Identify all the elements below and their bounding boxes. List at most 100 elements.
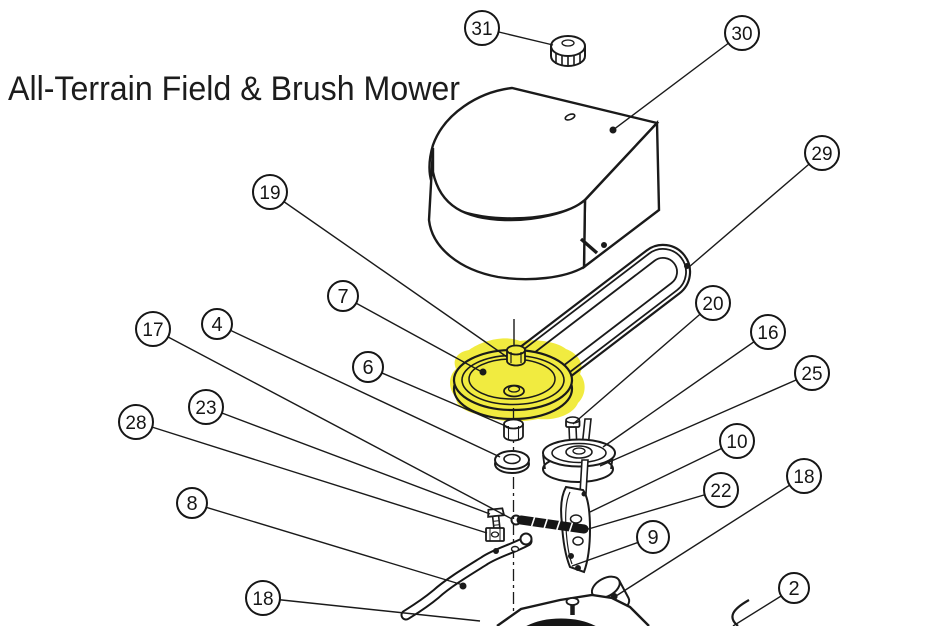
nut-flats (507, 426, 520, 439)
svg-text:29: 29 (811, 144, 832, 165)
bolt-part (487, 507, 506, 531)
leader-25 (599, 372, 813, 467)
callout-25[interactable]: 25 (794, 355, 830, 391)
cover-vent-slash (579, 237, 599, 255)
leader-29 (688, 152, 823, 268)
leader-28 (135, 421, 488, 534)
leader-8 (191, 502, 464, 586)
spring-coil (516, 515, 589, 534)
leader-4 (216, 323, 501, 458)
svg-text:25: 25 (801, 364, 822, 385)
blade-hub (526, 618, 596, 626)
deck-pin-head (565, 597, 580, 606)
deck-corner-arc (731, 599, 750, 626)
svg-text:8: 8 (186, 493, 197, 515)
nut-part (503, 418, 524, 442)
pulley-nut-top (506, 344, 526, 356)
pulley-center-bore (507, 385, 521, 393)
leader-23 (205, 406, 491, 515)
washer-part (494, 450, 530, 474)
svg-text:6: 6 (362, 357, 373, 379)
leader-16 (602, 331, 769, 448)
cover-lower-dot (601, 242, 607, 248)
idler-hub (565, 445, 593, 459)
arm-hook-end (519, 532, 533, 546)
arm-hook-hole (510, 545, 520, 553)
leader-17 (152, 328, 513, 520)
idler-bore (572, 447, 586, 455)
belt-cover-part (427, 86, 661, 281)
callout-10[interactable]: 10 (719, 423, 755, 459)
page-title: All-Terrain Field & Brush Mower (8, 70, 460, 108)
callout-23[interactable]: 23 (188, 389, 224, 425)
svg-text:31: 31 (471, 19, 492, 40)
knob-part (550, 35, 586, 67)
svg-text:17: 17 (142, 320, 163, 341)
svg-text:2: 2 (788, 578, 799, 600)
pulley-nut-flats (510, 352, 522, 363)
leader-20 (572, 302, 714, 425)
knob-center (561, 39, 575, 47)
callout-19[interactable]: 19 (252, 174, 288, 210)
svg-text:16: 16 (757, 323, 778, 344)
svg-text:18: 18 (252, 589, 273, 610)
washer-hole (503, 453, 521, 465)
callout-31[interactable]: 31 (464, 10, 500, 46)
callout-30[interactable]: 30 (724, 15, 760, 51)
cover-slot (564, 113, 576, 121)
leader-7 (342, 295, 483, 373)
svg-text:7: 7 (337, 286, 348, 308)
svg-text:22: 22 (710, 481, 731, 502)
drive-pulley-part (452, 319, 574, 421)
svg-text:19: 19 (259, 183, 280, 204)
svg-text:28: 28 (125, 413, 146, 434)
callout-20[interactable]: 20 (695, 285, 731, 321)
leader-18-bottom (262, 597, 481, 622)
leader-18-right (615, 475, 805, 597)
bracket-dot-1 (568, 553, 574, 559)
svg-text:23: 23 (195, 398, 216, 419)
callout-8[interactable]: 8 (176, 487, 208, 519)
bracket-hole-lower (572, 536, 584, 546)
spring-coil-ticks (530, 517, 574, 532)
callout-9[interactable]: 9 (636, 520, 670, 554)
callout-6[interactable]: 6 (352, 351, 384, 383)
callout-18-right[interactable]: 18 (786, 458, 822, 494)
callout-28[interactable]: 28 (118, 404, 154, 440)
callout-4[interactable]: 4 (201, 308, 233, 340)
callout-17[interactable]: 17 (135, 311, 171, 347)
square-nut-body (485, 527, 505, 542)
svg-text:20: 20 (702, 294, 723, 315)
square-nut-flats (489, 528, 501, 541)
svg-text:18: 18 (793, 467, 814, 488)
bracket-hole-upper (569, 514, 583, 524)
callout-2[interactable]: 2 (778, 572, 810, 604)
callout-22[interactable]: 22 (703, 472, 739, 508)
callout-29[interactable]: 29 (804, 135, 840, 171)
bolt-threads (493, 520, 500, 526)
bracket-dot-2 (575, 565, 581, 571)
callout-18-bottom[interactable]: 18 (245, 580, 281, 616)
svg-text:9: 9 (647, 527, 658, 549)
leader-30 (612, 32, 743, 131)
svg-text:10: 10 (726, 432, 747, 453)
svg-text:30: 30 (731, 24, 752, 45)
leader-6 (367, 366, 509, 428)
square-nut-part (485, 527, 505, 542)
arm-face (402, 537, 531, 619)
idler-top-inner (551, 442, 607, 464)
bracket-dot-3 (581, 491, 587, 497)
callout-16[interactable]: 16 (750, 314, 786, 350)
svg-text:4: 4 (211, 314, 222, 336)
pulley-center-hole (503, 384, 525, 398)
callout-7[interactable]: 7 (327, 280, 359, 312)
belt-end-dot (684, 263, 690, 269)
tension-arm-part (400, 532, 533, 621)
pulley-face-hole (479, 368, 487, 376)
square-nut-hole (490, 531, 500, 538)
belt-cover-front-band (427, 147, 587, 281)
leader-22 (584, 489, 722, 531)
leader-19 (269, 191, 508, 358)
